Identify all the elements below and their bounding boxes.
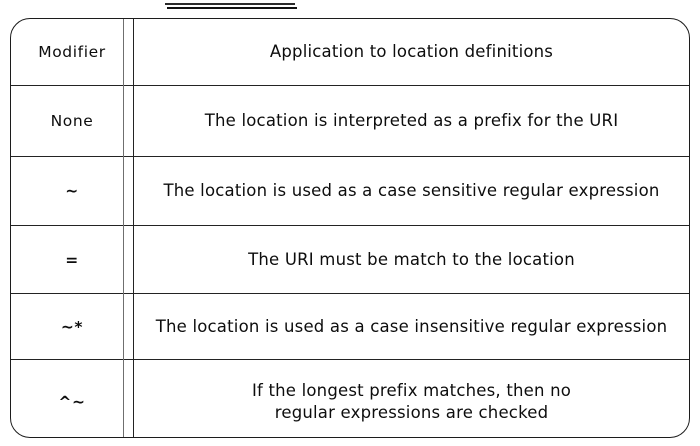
table-row: ~* The location is used as a case insens… — [11, 293, 689, 360]
table-row: = The URI must be match to the location — [11, 225, 689, 294]
modifier-table: Modifier Application to location definit… — [10, 18, 690, 438]
table-header-row: Modifier Application to location definit… — [11, 19, 689, 86]
cell-application-tilde-star: The location is used as a case insensiti… — [133, 293, 689, 360]
table-row: None The location is interpreted as a pr… — [11, 85, 689, 157]
cell-modifier-none: None — [11, 85, 134, 157]
table-row: ^~ If the longest prefix matches, then n… — [11, 359, 689, 437]
column-divider-secondary-stroke — [123, 19, 125, 437]
cell-application-none: The location is interpreted as a prefix … — [133, 85, 689, 157]
modifier-table-grid: Modifier Application to location definit… — [11, 19, 689, 437]
cell-modifier-tilde-star: ~* — [11, 293, 134, 360]
top-underline-mark — [165, 3, 297, 11]
table-row: ~ The location is used as a case sensiti… — [11, 156, 689, 226]
top-underline-stroke-1 — [165, 3, 295, 5]
header-cell-application: Application to location definitions — [133, 19, 689, 86]
cell-modifier-caret-tilde: ^~ — [11, 359, 134, 437]
header-cell-modifier: Modifier — [11, 19, 134, 86]
cell-application-equals: The URI must be match to the location — [133, 225, 689, 294]
cell-application-caret-tilde: If the longest prefix matches, then no r… — [251, 381, 572, 422]
cell-application-tilde: The location is used as a case sensitive… — [133, 156, 689, 226]
cell-modifier-equals: = — [11, 225, 134, 294]
top-underline-stroke-2 — [167, 7, 297, 9]
cell-modifier-tilde: ~ — [11, 156, 134, 226]
